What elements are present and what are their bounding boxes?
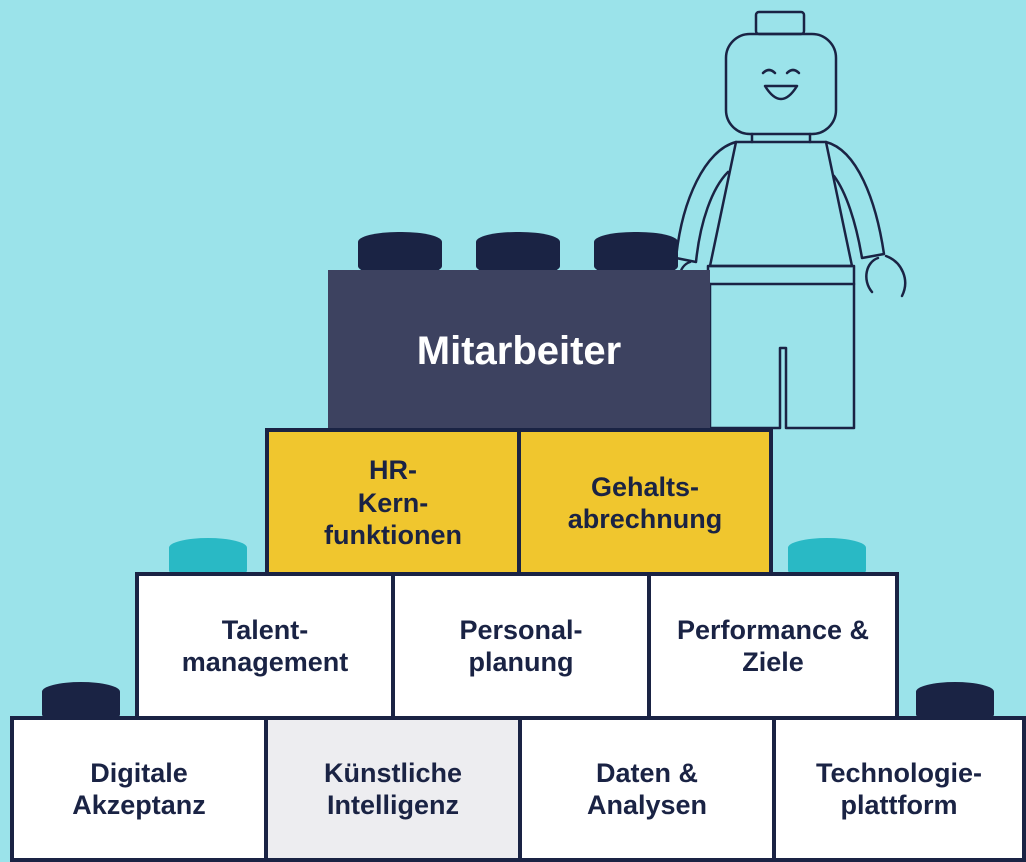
brick-technologieplattform: Technologie- plattform [772, 716, 1026, 862]
brick-label: Performance & Ziele [676, 614, 870, 677]
brick-label: Künstliche Intelligenz [323, 757, 463, 820]
brick-label: Technologie- plattform [816, 757, 982, 820]
brick-label: HR- Kern- funktionen [324, 455, 462, 551]
brick-label: Personal- planung [459, 614, 583, 677]
brick-mitarbeiter: Mitarbeiter [328, 270, 710, 432]
brick-stud [358, 232, 442, 276]
brick-label: Mitarbeiter [416, 329, 622, 373]
brick-label: Talent- management [181, 614, 349, 677]
brick-talentmanagement: Talent- management [135, 572, 395, 720]
brick-daten-analysen: Daten & Analysen [518, 716, 776, 862]
brick-kuenstliche-intelligenz: Künstliche Intelligenz [264, 716, 522, 862]
brick-gehaltsabrechnung: Gehalts- abrechnung [517, 428, 773, 578]
brick-hr-kernfunktionen: HR- Kern- funktionen [265, 428, 521, 578]
brick-label: Digitale Akzeptanz [72, 757, 206, 820]
brick-stud [594, 232, 678, 276]
brick-label: Daten & Analysen [586, 757, 708, 820]
brick-stud [476, 232, 560, 276]
brick-personalplanung: Personal- planung [391, 572, 651, 720]
brick-digitale-akzeptanz: Digitale Akzeptanz [10, 716, 268, 862]
brick-performance-ziele: Performance & Ziele [647, 572, 899, 720]
brick-label: Gehalts- abrechnung [567, 471, 723, 534]
